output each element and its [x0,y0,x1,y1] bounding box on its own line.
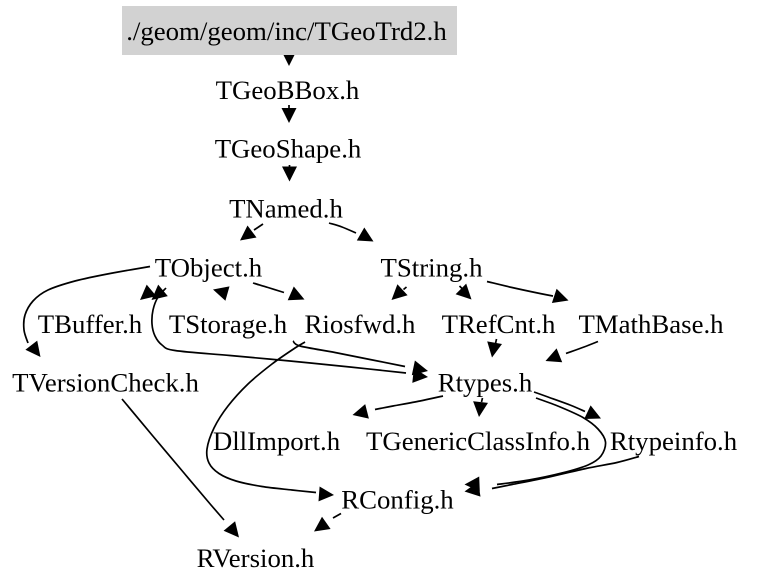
edge-TNamed-TString [328,222,374,242]
node-TGeoBBox[interactable]: TGeoBBox.h [216,75,360,105]
node-RVersion[interactable]: RVersion.h [197,543,315,573]
edge-TString-TRefCnt [455,283,472,300]
edge-line [374,395,444,411]
node-label[interactable]: RVersion.h [197,543,315,573]
node-Rtypes[interactable]: Rtypes.h [438,368,533,398]
edge-line [486,280,554,297]
arrowhead [281,108,297,123]
edge-line [292,340,406,368]
edge-line [151,287,407,374]
node-TGeoShape[interactable]: TGeoShape.h [215,134,362,164]
node-label[interactable]: Rtypes.h [438,368,533,398]
edge-TString-TMathBase [486,280,569,303]
node-TStorage[interactable]: TStorage.h [169,309,288,339]
node-RConfig[interactable]: RConfig.h [341,485,454,515]
node-label[interactable]: RConfig.h [341,485,454,515]
arrowhead [455,283,472,300]
edge-line [328,222,357,234]
node-label[interactable]: TObject.h [155,253,263,283]
arrowhead [584,405,601,419]
edge-line [252,282,285,294]
edge-line [121,398,225,521]
node-label[interactable]: Riosfwd.h [305,309,417,339]
edge-TRefCnt-Rtypes [487,338,502,358]
node-Riosfwd[interactable]: Riosfwd.h [305,309,417,339]
edge-TObject-Riosfwd [252,282,305,301]
node-label[interactable]: TMathBase.h [578,309,724,339]
node-DllImport[interactable]: DllImport.h [213,426,341,456]
edge-line [494,338,498,344]
edge-line [491,455,640,490]
node-TGenericClassInfo[interactable]: TGenericClassInfo.h [366,426,591,456]
node-TObject[interactable]: TObject.h [155,253,263,283]
node-TRefCnt[interactable]: TRefCnt.h [442,309,556,339]
edge-line [480,397,484,403]
edge-line [332,512,342,519]
edge-TVersionCheck-RVersion [121,398,239,538]
edge-Rtypes-DllImport [352,395,444,419]
edge-line [22,265,151,344]
edge-TNamed-TObject [240,223,264,241]
edge-Rtypes-Rtypeinfo [533,391,601,419]
node-TVersionCheck[interactable]: TVersionCheck.h [12,368,199,398]
node-label[interactable]: TGeoBBox.h [216,75,360,105]
node-label[interactable]: TBuffer.h [38,309,143,339]
arrowhead [240,225,257,241]
arrowhead [318,486,334,502]
arrowhead [487,341,502,358]
node-label[interactable]: TString.h [381,253,484,283]
arrowhead [551,288,569,303]
node-label[interactable]: TRefCnt.h [442,309,556,339]
node-TNamed[interactable]: TNamed.h [229,194,343,224]
node-label[interactable]: DllImport.h [213,426,341,456]
arrowhead [411,360,428,376]
node-label[interactable]: ./geom/geom/inc/TGeoTrd2.h [126,16,447,46]
node-label[interactable]: TGeoShape.h [215,134,362,164]
edge-Rtypeinfo-RConfig [464,455,640,497]
node-label[interactable]: TStorage.h [169,309,288,339]
edge-TMathBase-Rtypes [545,340,599,363]
arrowhead [545,348,563,363]
node-label[interactable]: TNamed.h [229,194,343,224]
arrowhead [25,340,41,357]
arrowhead [314,516,331,532]
arrowhead [223,521,239,538]
node-TGeoTrd2[interactable]: ./geom/geom/inc/TGeoTrd2.h [122,6,457,55]
highlighted-node-box [122,6,457,55]
edge-RConfig-RVersion [314,512,342,532]
edge-line [402,286,408,291]
node-label[interactable]: TVersionCheck.h [12,368,199,398]
edge-Rtypes-TGenericClassInfo [473,397,488,417]
arrowhead [352,404,369,419]
arrowhead [287,286,305,301]
edge-line [496,397,607,486]
arrowhead [151,284,168,300]
edge-TObject-TBuffer [140,284,168,300]
edge-Riosfwd-RConfig [205,341,334,502]
edge-line [205,341,317,494]
edge-TGeoBBox-TGeoShape [281,105,297,123]
node-TBuffer[interactable]: TBuffer.h [38,309,143,339]
edge-TGeoShape-TNamed [282,165,297,182]
edge-TString-Riosfwd [391,284,408,300]
node-label[interactable]: TGenericClassInfo.h [366,426,591,456]
arrowhead [473,401,488,417]
edge-TBuffer-TObject [213,286,230,301]
node-label[interactable]: Rtypeinfo.h [610,426,738,456]
node-TMathBase[interactable]: TMathBase.h [578,309,724,339]
edge-line [253,223,264,231]
arrowhead [213,286,230,301]
arrowhead [356,227,374,242]
edge-line [565,340,599,355]
node-Rtypeinfo[interactable]: Rtypeinfo.h [610,426,738,456]
edge-TStorage-Rtypes [292,340,428,376]
node-TString[interactable]: TString.h [381,253,484,283]
arrowhead [140,284,157,300]
arrowhead [391,284,408,300]
edge-line [533,391,586,413]
arrowhead [282,166,297,182]
edge-TObject-TVersionCheck [22,265,151,357]
arrowhead [464,481,481,497]
